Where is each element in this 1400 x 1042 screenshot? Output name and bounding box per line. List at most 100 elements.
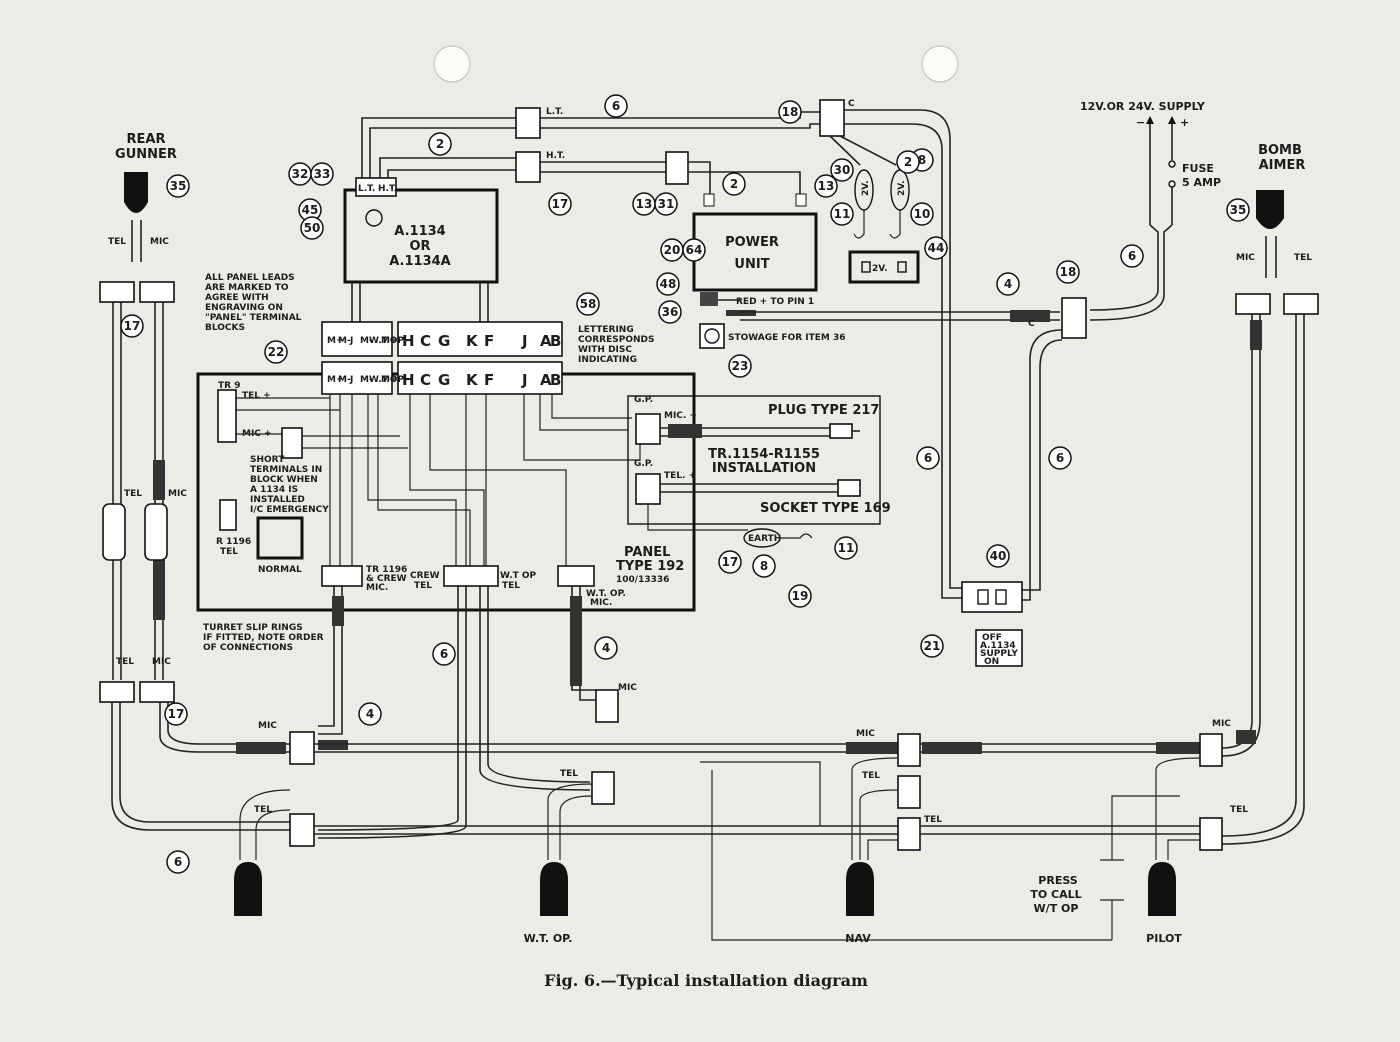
gp-tel-terminal [635, 473, 661, 505]
svg-text:PANEL: PANEL [624, 545, 670, 560]
rg-mic-sleeve [153, 460, 165, 500]
callout-number-9: 13 [636, 197, 653, 211]
svg-text:C: C [420, 371, 431, 389]
callout-circle-43 [718, 550, 742, 574]
svg-text:TEL: TEL [924, 815, 942, 825]
figure-caption: Fig. 6.—Typical installation diagram [544, 971, 868, 990]
upper-terminal-strip-left [321, 321, 393, 357]
svg-text:H.T.: H.T. [546, 151, 565, 161]
callout-number-1: 17 [124, 319, 141, 333]
svg-text:TR 9: TR 9 [218, 381, 240, 391]
svg-text:SHORT: SHORT [250, 455, 285, 465]
tel-junction-pilot [1199, 817, 1223, 851]
wt-op-mic-junction [595, 689, 619, 723]
callout-circle-34 [594, 636, 618, 660]
svg-text:K: K [466, 371, 479, 389]
callout-number-11: 20 [664, 243, 681, 257]
callout-number-36: 6 [174, 855, 182, 869]
tr-install-label-2: INSTALLATION [712, 461, 816, 476]
svg-text:G: G [438, 332, 450, 350]
svg-text:ON: ON [984, 657, 999, 667]
callout-circle-33 [432, 642, 456, 666]
svg-text:M+: M+ [327, 336, 344, 346]
upper-terminal-strip-letters [397, 321, 563, 357]
svg-text:W.T.OP: W.T.OP [369, 336, 404, 346]
panel-leads-note: ALL PANEL LEADS ARE MARKED TO AGREE WITH… [205, 273, 302, 333]
callout-number-35: 4 [366, 707, 374, 721]
svg-text:G.P.: G.P. [634, 395, 653, 405]
plug-type-label: PLUG TYPE 217 [768, 403, 879, 418]
short-terminals-note: SHORT TERMINALS IN BLOCK WHEN A 1134 IS … [250, 455, 329, 515]
off-supply-on-switch[interactable] [975, 629, 1023, 667]
svg-text:J: J [521, 332, 528, 350]
callout-circle-27 [164, 702, 188, 726]
a1134-label-1: A.1134 [394, 224, 445, 239]
svg-text:B: B [550, 332, 561, 350]
ht-terminal [515, 151, 541, 183]
callout-number-42: 11 [838, 541, 855, 555]
nav-tel-junction [897, 775, 921, 809]
bomb-aimer-headset-icon [1256, 190, 1284, 229]
wt-op-headset-icon [234, 862, 262, 916]
svg-text:C: C [1028, 319, 1035, 329]
bomb-aimer-label-1: BOMB [1258, 143, 1302, 158]
svg-text:ALL PANEL LEADS: ALL PANEL LEADS [205, 273, 295, 283]
callout-number-0: 35 [170, 179, 187, 193]
lower-terminal-strip-letters [397, 361, 563, 395]
a1134-socket-icon [365, 209, 383, 227]
callout-circle-10 [654, 192, 678, 216]
callout-circle-2 [428, 132, 452, 156]
tr1154-r1155-box [627, 395, 881, 525]
svg-text:ENGRAVING ON: ENGRAVING ON [205, 303, 283, 313]
callout-circle-36 [166, 850, 190, 874]
svg-text:C: C [848, 99, 855, 109]
svg-text:TR 1196: TR 1196 [366, 565, 407, 575]
rg-lower-terminal-mic [139, 681, 175, 703]
mic-junction-nav [897, 733, 921, 767]
callout-number-25: 21 [924, 639, 941, 653]
power-unit-label-2: UNIT [734, 257, 769, 272]
svg-text:M+: M+ [381, 375, 398, 385]
svg-text:2V.: 2V. [861, 181, 871, 197]
svg-text:5 AMP: 5 AMP [1182, 176, 1221, 189]
rg-terminal-tel [99, 281, 135, 303]
pilot-headset-icon [1148, 862, 1176, 916]
callout-number-24: 40 [990, 549, 1007, 563]
callout-circle-25 [920, 634, 944, 658]
callout-circle-37 [896, 150, 920, 174]
panel-192-label: PANEL TYPE 192 [616, 545, 684, 574]
svg-text:& CREW: & CREW [366, 574, 407, 584]
svg-text:TEL: TEL [254, 805, 272, 815]
slip-ring-mic [144, 503, 168, 561]
callout-circle-24 [986, 544, 1010, 568]
svg-text:TEL +: TEL + [242, 391, 271, 401]
mic-junction-1 [289, 731, 315, 765]
callout-circle-20 [924, 236, 948, 260]
tel-junction-nav [897, 817, 921, 851]
svg-text:BLOCK WHEN: BLOCK WHEN [250, 475, 318, 485]
callout-circle-26 [788, 584, 812, 608]
callout-number-39: 13 [818, 179, 835, 193]
svg-text:TEL: TEL [862, 771, 880, 781]
callout-number-23: 22 [268, 345, 285, 359]
svg-text:TEL. +: TEL. + [664, 471, 696, 481]
callout-number-22: 58 [580, 297, 597, 311]
svg-text:FUSE: FUSE [1182, 162, 1214, 175]
svg-text:C: C [420, 332, 431, 350]
callout-number-7: 45 [302, 203, 319, 217]
callout-number-27: 17 [168, 707, 185, 721]
c-terminal-supply [1061, 297, 1087, 339]
callout-circle-0 [166, 174, 190, 198]
svg-text:MIC: MIC [258, 721, 277, 731]
normal-emergency-switch[interactable] [256, 516, 304, 560]
callout-number-16: 30 [834, 163, 851, 177]
svg-text:A.1134: A.1134 [980, 641, 1016, 651]
svg-text:A: A [540, 332, 552, 350]
nav-headset-icon [846, 862, 874, 916]
fuse-icon [1168, 160, 1176, 168]
svg-text:SUPPLY: SUPPLY [980, 649, 1018, 659]
callout-circle-18 [830, 202, 854, 226]
stowage-socket [699, 323, 725, 349]
